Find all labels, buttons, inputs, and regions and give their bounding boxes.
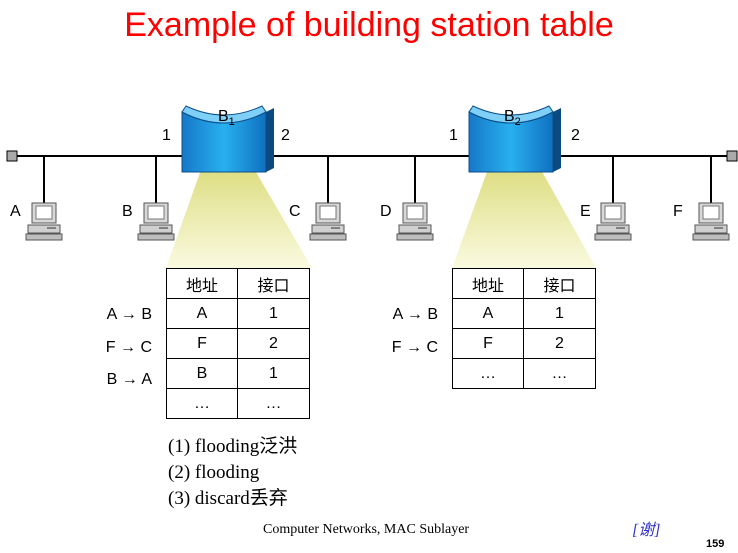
bridge2-port-left: 1 [449, 127, 458, 144]
frame-label: A → B [106, 306, 152, 323]
table-row: F 2 [452, 328, 596, 359]
note-item: (2) flooding [168, 462, 260, 483]
table-row: A 1 [166, 298, 310, 329]
cell-address: B [166, 358, 238, 389]
bridge2-port-right: 2 [571, 127, 580, 144]
cell-address: A [452, 298, 524, 329]
table-row: … … [166, 388, 310, 419]
cell-address: F [166, 328, 238, 359]
footer-text: Computer Networks, MAC Sublayer [263, 522, 470, 537]
note-item: (1) flooding泛洪 [168, 436, 298, 457]
bridge2-icon [468, 105, 561, 173]
station-label-b: B [122, 203, 133, 220]
bridge1-port-right: 2 [281, 127, 290, 144]
station-label-d: D [380, 203, 392, 220]
header-address: 地址 [166, 268, 238, 299]
station-f-computer-icon [692, 202, 730, 241]
station-c-computer-icon [309, 202, 347, 241]
table-header-row: 地址 接口 [166, 268, 310, 299]
notes-list: (1) flooding泛洪 (2) flooding (3) discard丢… [168, 434, 297, 512]
table-row: A 1 [452, 298, 596, 329]
bridge1-port-left: 1 [162, 127, 171, 144]
frame-label: F → C [105, 339, 152, 356]
header-interface: 接口 [523, 268, 596, 299]
station-table-bridge2: 地址 接口 A 1 F 2 … … [452, 268, 596, 389]
station-label-c: C [289, 203, 301, 220]
bridge2-table-beam [452, 150, 596, 268]
cell-interface: 2 [237, 328, 310, 359]
frame-label: B → A [106, 371, 152, 388]
cell-interface: … [237, 388, 310, 419]
cell-address: A [166, 298, 238, 329]
frame-label: F → C [391, 339, 438, 356]
cell-interface: … [523, 358, 596, 389]
station-table-bridge1: 地址 接口 A 1 F 2 B 1 … … [166, 268, 310, 419]
bridge1-table-beam [166, 150, 312, 268]
thanks-link[interactable]: [谢] [632, 522, 661, 539]
cell-interface: 1 [237, 298, 310, 329]
page-number: 159 [706, 538, 725, 550]
table-row: … … [452, 358, 596, 389]
cell-interface: 1 [237, 358, 310, 389]
note-item: (3) discard丢弃 [168, 488, 288, 509]
station-d-computer-icon [396, 202, 434, 241]
header-address: 地址 [452, 268, 524, 299]
table-header-row: 地址 接口 [452, 268, 596, 299]
cell-address: F [452, 328, 524, 359]
frame-label: A → B [392, 306, 438, 323]
bridge2-label: B2 [504, 108, 521, 129]
station-a-computer-icon [25, 202, 63, 241]
slide-title: Example of building station table [124, 6, 614, 44]
bridge1-label: B1 [218, 108, 235, 129]
cell-address: … [452, 358, 524, 389]
bridge1-icon [181, 105, 274, 173]
cell-address: … [166, 388, 238, 419]
terminator-left-icon [6, 150, 18, 162]
station-label-f: F [673, 203, 683, 220]
station-e-computer-icon [594, 202, 632, 241]
station-b-computer-icon [137, 202, 175, 241]
header-interface: 接口 [237, 268, 310, 299]
table-row: F 2 [166, 328, 310, 359]
station-label-e: E [580, 203, 591, 220]
terminator-right-icon [726, 150, 738, 162]
table-row: B 1 [166, 358, 310, 389]
cell-interface: 2 [523, 328, 596, 359]
cell-interface: 1 [523, 298, 596, 329]
station-label-a: A [10, 203, 21, 220]
